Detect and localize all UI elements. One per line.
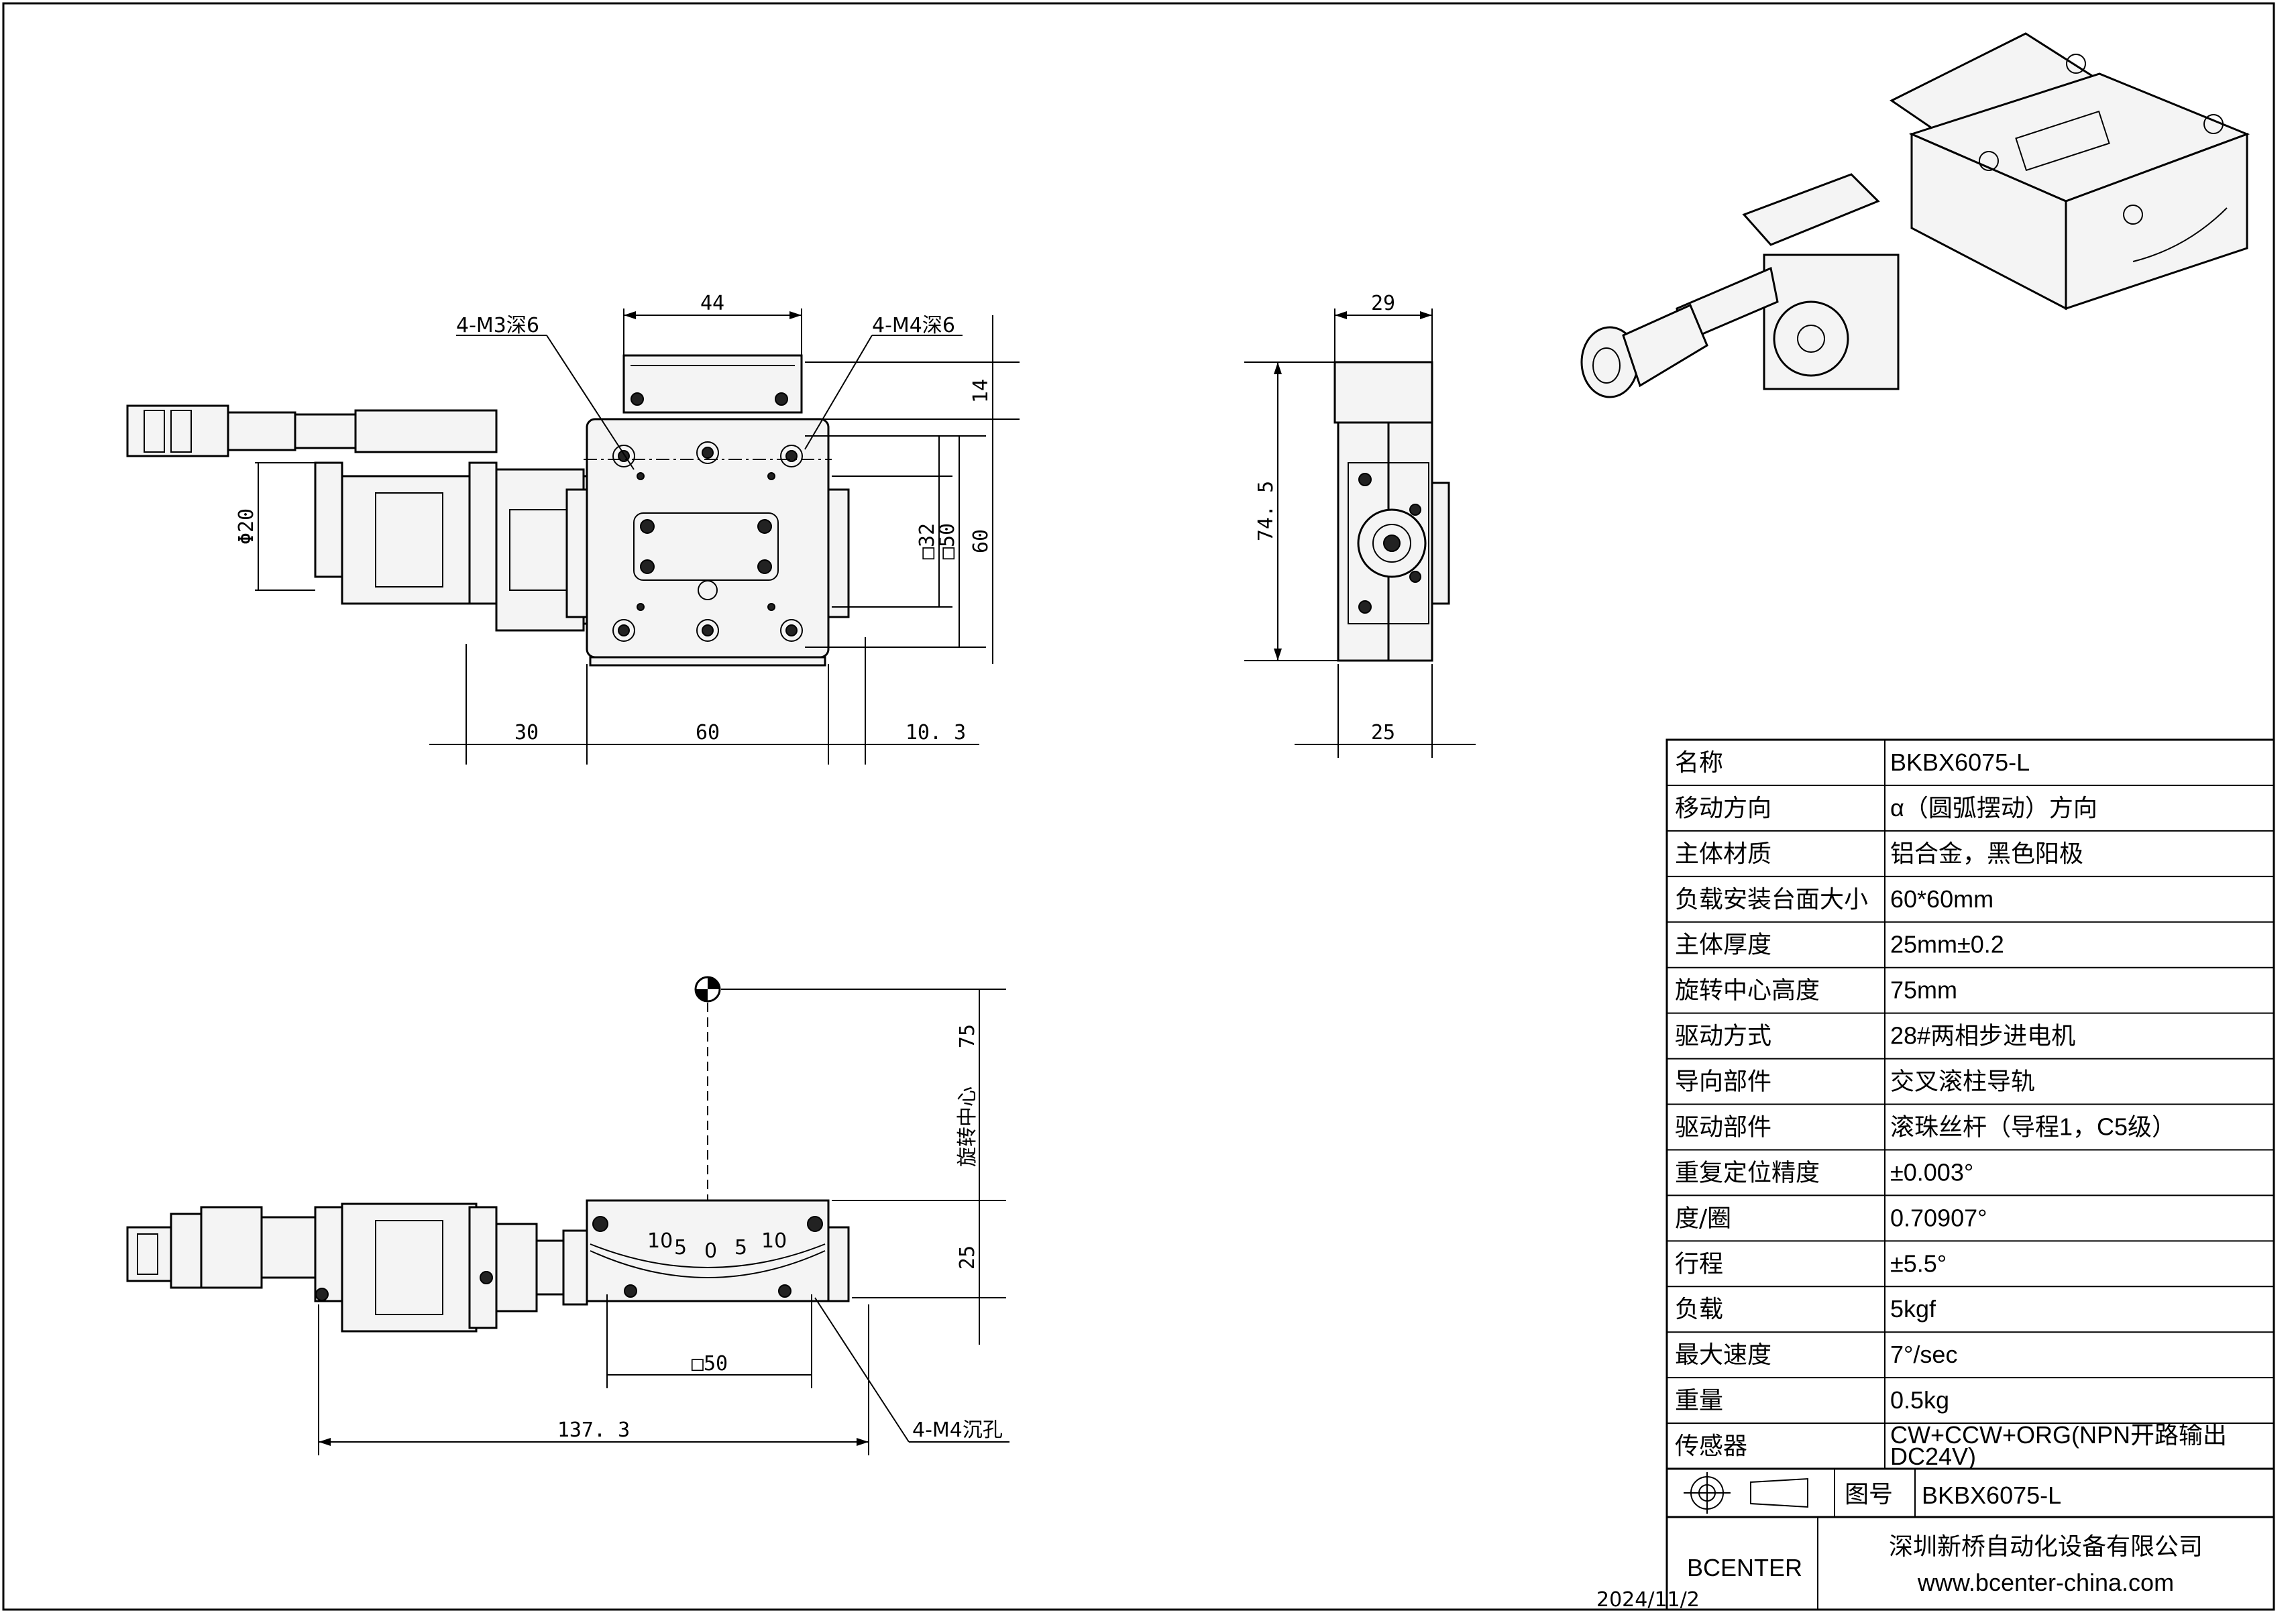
company-website: www.bcenter-china.com bbox=[1917, 1569, 2174, 1596]
dim-14: 14 bbox=[969, 379, 993, 403]
scale-tick-10-left: 10 bbox=[647, 1229, 673, 1253]
angle-scale: 10 5 0 5 10 bbox=[647, 1229, 787, 1263]
dim-sq32: □32 bbox=[916, 523, 939, 559]
spec-value: 滚珠丝杆（导程1，C5级） bbox=[1890, 1113, 2176, 1140]
dim-60: 60 bbox=[969, 529, 993, 553]
dim-44: 44 bbox=[700, 292, 724, 315]
spec-label: 度/圈 bbox=[1675, 1205, 1731, 1232]
spec-label: 传感器 bbox=[1675, 1433, 1747, 1460]
drawing-no-label: 图号 bbox=[1845, 1481, 1893, 1508]
front-center-label: 旋转中心 bbox=[956, 1086, 979, 1167]
spec-label: 导向部件 bbox=[1675, 1068, 1771, 1096]
scale-tick-0: 0 bbox=[704, 1239, 717, 1263]
dim-30: 30 bbox=[514, 721, 539, 744]
spec-value: ±5.5° bbox=[1890, 1249, 1947, 1277]
drawing-no: BKBX6075-L bbox=[1922, 1481, 2061, 1509]
spec-label: 驱动方式 bbox=[1675, 1023, 1771, 1050]
spec-value: 7°/sec bbox=[1890, 1341, 1957, 1368]
front-dim-137-3: 137. 3 bbox=[557, 1418, 630, 1442]
spec-value: 0.5kg bbox=[1890, 1386, 1949, 1414]
scale-tick-5-left: 5 bbox=[674, 1236, 687, 1260]
spec-label: 移动方向 bbox=[1675, 795, 1771, 822]
dim-sq50: □50 bbox=[936, 523, 959, 559]
spec-value-line2: DC24V) bbox=[1890, 1443, 1976, 1470]
spec-label: 行程 bbox=[1675, 1250, 1723, 1278]
company-name: 深圳新桥自动化设备有限公司 bbox=[1889, 1533, 2203, 1561]
spec-label: 负载 bbox=[1675, 1296, 1723, 1323]
spec-value: 0.70907° bbox=[1890, 1204, 1987, 1231]
spec-label: 负载安装台面大小 bbox=[1675, 886, 1868, 913]
spec-label: 驱动部件 bbox=[1675, 1113, 1771, 1141]
spec-value: 60*60mm bbox=[1890, 885, 1993, 913]
spec-value: 75mm bbox=[1890, 976, 1957, 1004]
side-dim-74-5: 74. 5 bbox=[1254, 481, 1278, 541]
spec-value: 5kgf bbox=[1890, 1295, 1936, 1323]
isometric-view bbox=[1580, 32, 2250, 398]
side-view: 29 74. 5 25 bbox=[1244, 292, 1476, 758]
spec-value: α（圆弧摆动）方向 bbox=[1890, 794, 2097, 822]
front-stage-body bbox=[586, 1199, 830, 1302]
spec-value: 交叉滚柱导轨 bbox=[1890, 1068, 2035, 1095]
spec-label: 旋转中心高度 bbox=[1675, 977, 1820, 1005]
title-block: 图号 BKBX6075-L BCENTER 深圳新桥自动化设备有限公司 www.… bbox=[1667, 1467, 2274, 1610]
spec-value: BKBX6075-L bbox=[1890, 748, 2030, 776]
spec-value: ±0.003° bbox=[1890, 1158, 1973, 1186]
date-line-1: 2024/11/2 bbox=[1596, 1588, 1700, 1612]
front-dim-sq50: □50 bbox=[692, 1352, 728, 1376]
spec-label: 名称 bbox=[1675, 749, 1723, 777]
front-dim-75: 75 bbox=[956, 1024, 979, 1048]
scale-tick-10-right: 10 bbox=[761, 1229, 787, 1253]
side-dim-29: 29 bbox=[1371, 292, 1395, 315]
spec-label: 主体材质 bbox=[1675, 840, 1771, 868]
side-dim-25: 25 bbox=[1371, 721, 1395, 744]
dim-10-3: 10. 3 bbox=[906, 721, 966, 744]
front-view: 10 5 0 5 10 75 旋转中心 25 □50 137. 3 4-M4沉孔 bbox=[126, 976, 1009, 1455]
scale-tick-5-right: 5 bbox=[734, 1236, 747, 1260]
spec-value: CW+CCW+ORG(NPN开路输出 bbox=[1890, 1421, 2227, 1449]
dim-dia20: Φ20 bbox=[235, 508, 258, 545]
spec-value: 28#两相步进电机 bbox=[1890, 1022, 2075, 1050]
dim-60-bottom: 60 bbox=[696, 721, 720, 744]
spec-label: 重量 bbox=[1675, 1387, 1723, 1414]
top-view: 44 4-M3深6 4-M4深6 14 □32 □50 60 Φ20 30 bbox=[126, 292, 1020, 765]
spec-label: 最大速度 bbox=[1675, 1341, 1771, 1369]
spec-label: 重复定位精度 bbox=[1675, 1159, 1820, 1186]
front-dim-25: 25 bbox=[956, 1245, 979, 1270]
note-m4: 4-M4深6 bbox=[872, 314, 955, 337]
spec-value: 铝合金，黑色阳极 bbox=[1890, 840, 2083, 867]
brand-name: BCENTER bbox=[1687, 1554, 1802, 1581]
note-m3: 4-M3深6 bbox=[456, 314, 539, 337]
spec-value: 25mm±0.2 bbox=[1890, 931, 2004, 958]
spec-label: 主体厚度 bbox=[1675, 932, 1771, 959]
front-note-m4-hole: 4-M4沉孔 bbox=[912, 1418, 1003, 1442]
